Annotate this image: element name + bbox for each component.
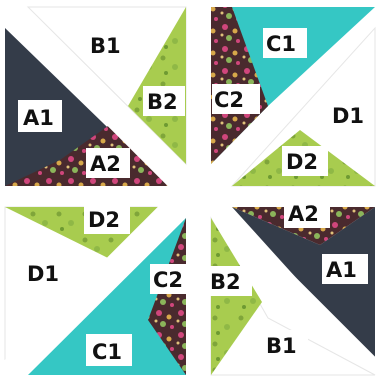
- svg-text:D1: D1: [27, 262, 59, 286]
- label-a2-bottom-right: A2: [284, 198, 330, 228]
- label-d2-bottom-left: D2: [84, 204, 130, 234]
- svg-text:A1: A1: [326, 258, 357, 282]
- svg-text:B1: B1: [90, 34, 121, 58]
- label-a2-top-left: A2: [86, 148, 130, 178]
- label-c1-top-right: C1: [263, 28, 307, 58]
- svg-text:D1: D1: [332, 104, 364, 128]
- svg-text:A2: A2: [288, 202, 319, 226]
- svg-text:B2: B2: [147, 90, 178, 114]
- label-d1-bottom-left: D1: [24, 258, 68, 288]
- svg-text:C1: C1: [92, 340, 122, 364]
- label-b2-top-left: B2: [143, 86, 185, 116]
- label-c1-bottom-left: C1: [86, 334, 132, 366]
- svg-text:B1: B1: [266, 334, 297, 358]
- svg-text:B2: B2: [210, 270, 241, 294]
- label-a1-top-left: A1: [18, 100, 62, 132]
- svg-text:D2: D2: [286, 150, 318, 174]
- svg-text:D2: D2: [88, 208, 120, 232]
- svg-text:C2: C2: [214, 88, 244, 112]
- label-d2-top-right: D2: [282, 146, 328, 176]
- label-c2-bottom-left: C2: [150, 264, 192, 294]
- label-a1-bottom-right: A1: [322, 254, 368, 284]
- label-b1-bottom-right: B1: [264, 330, 308, 360]
- cut-lines: [0, 12, 383, 371]
- svg-text:C1: C1: [266, 32, 296, 56]
- label-b1-top-left: B1: [82, 30, 124, 60]
- label-d1-top-right: D1: [328, 100, 374, 130]
- label-b2-bottom-right: B2: [208, 266, 252, 296]
- label-c2-top-right: C2: [212, 84, 260, 114]
- svg-text:A2: A2: [90, 152, 121, 176]
- svg-text:C2: C2: [153, 268, 183, 292]
- svg-text:A1: A1: [23, 106, 54, 130]
